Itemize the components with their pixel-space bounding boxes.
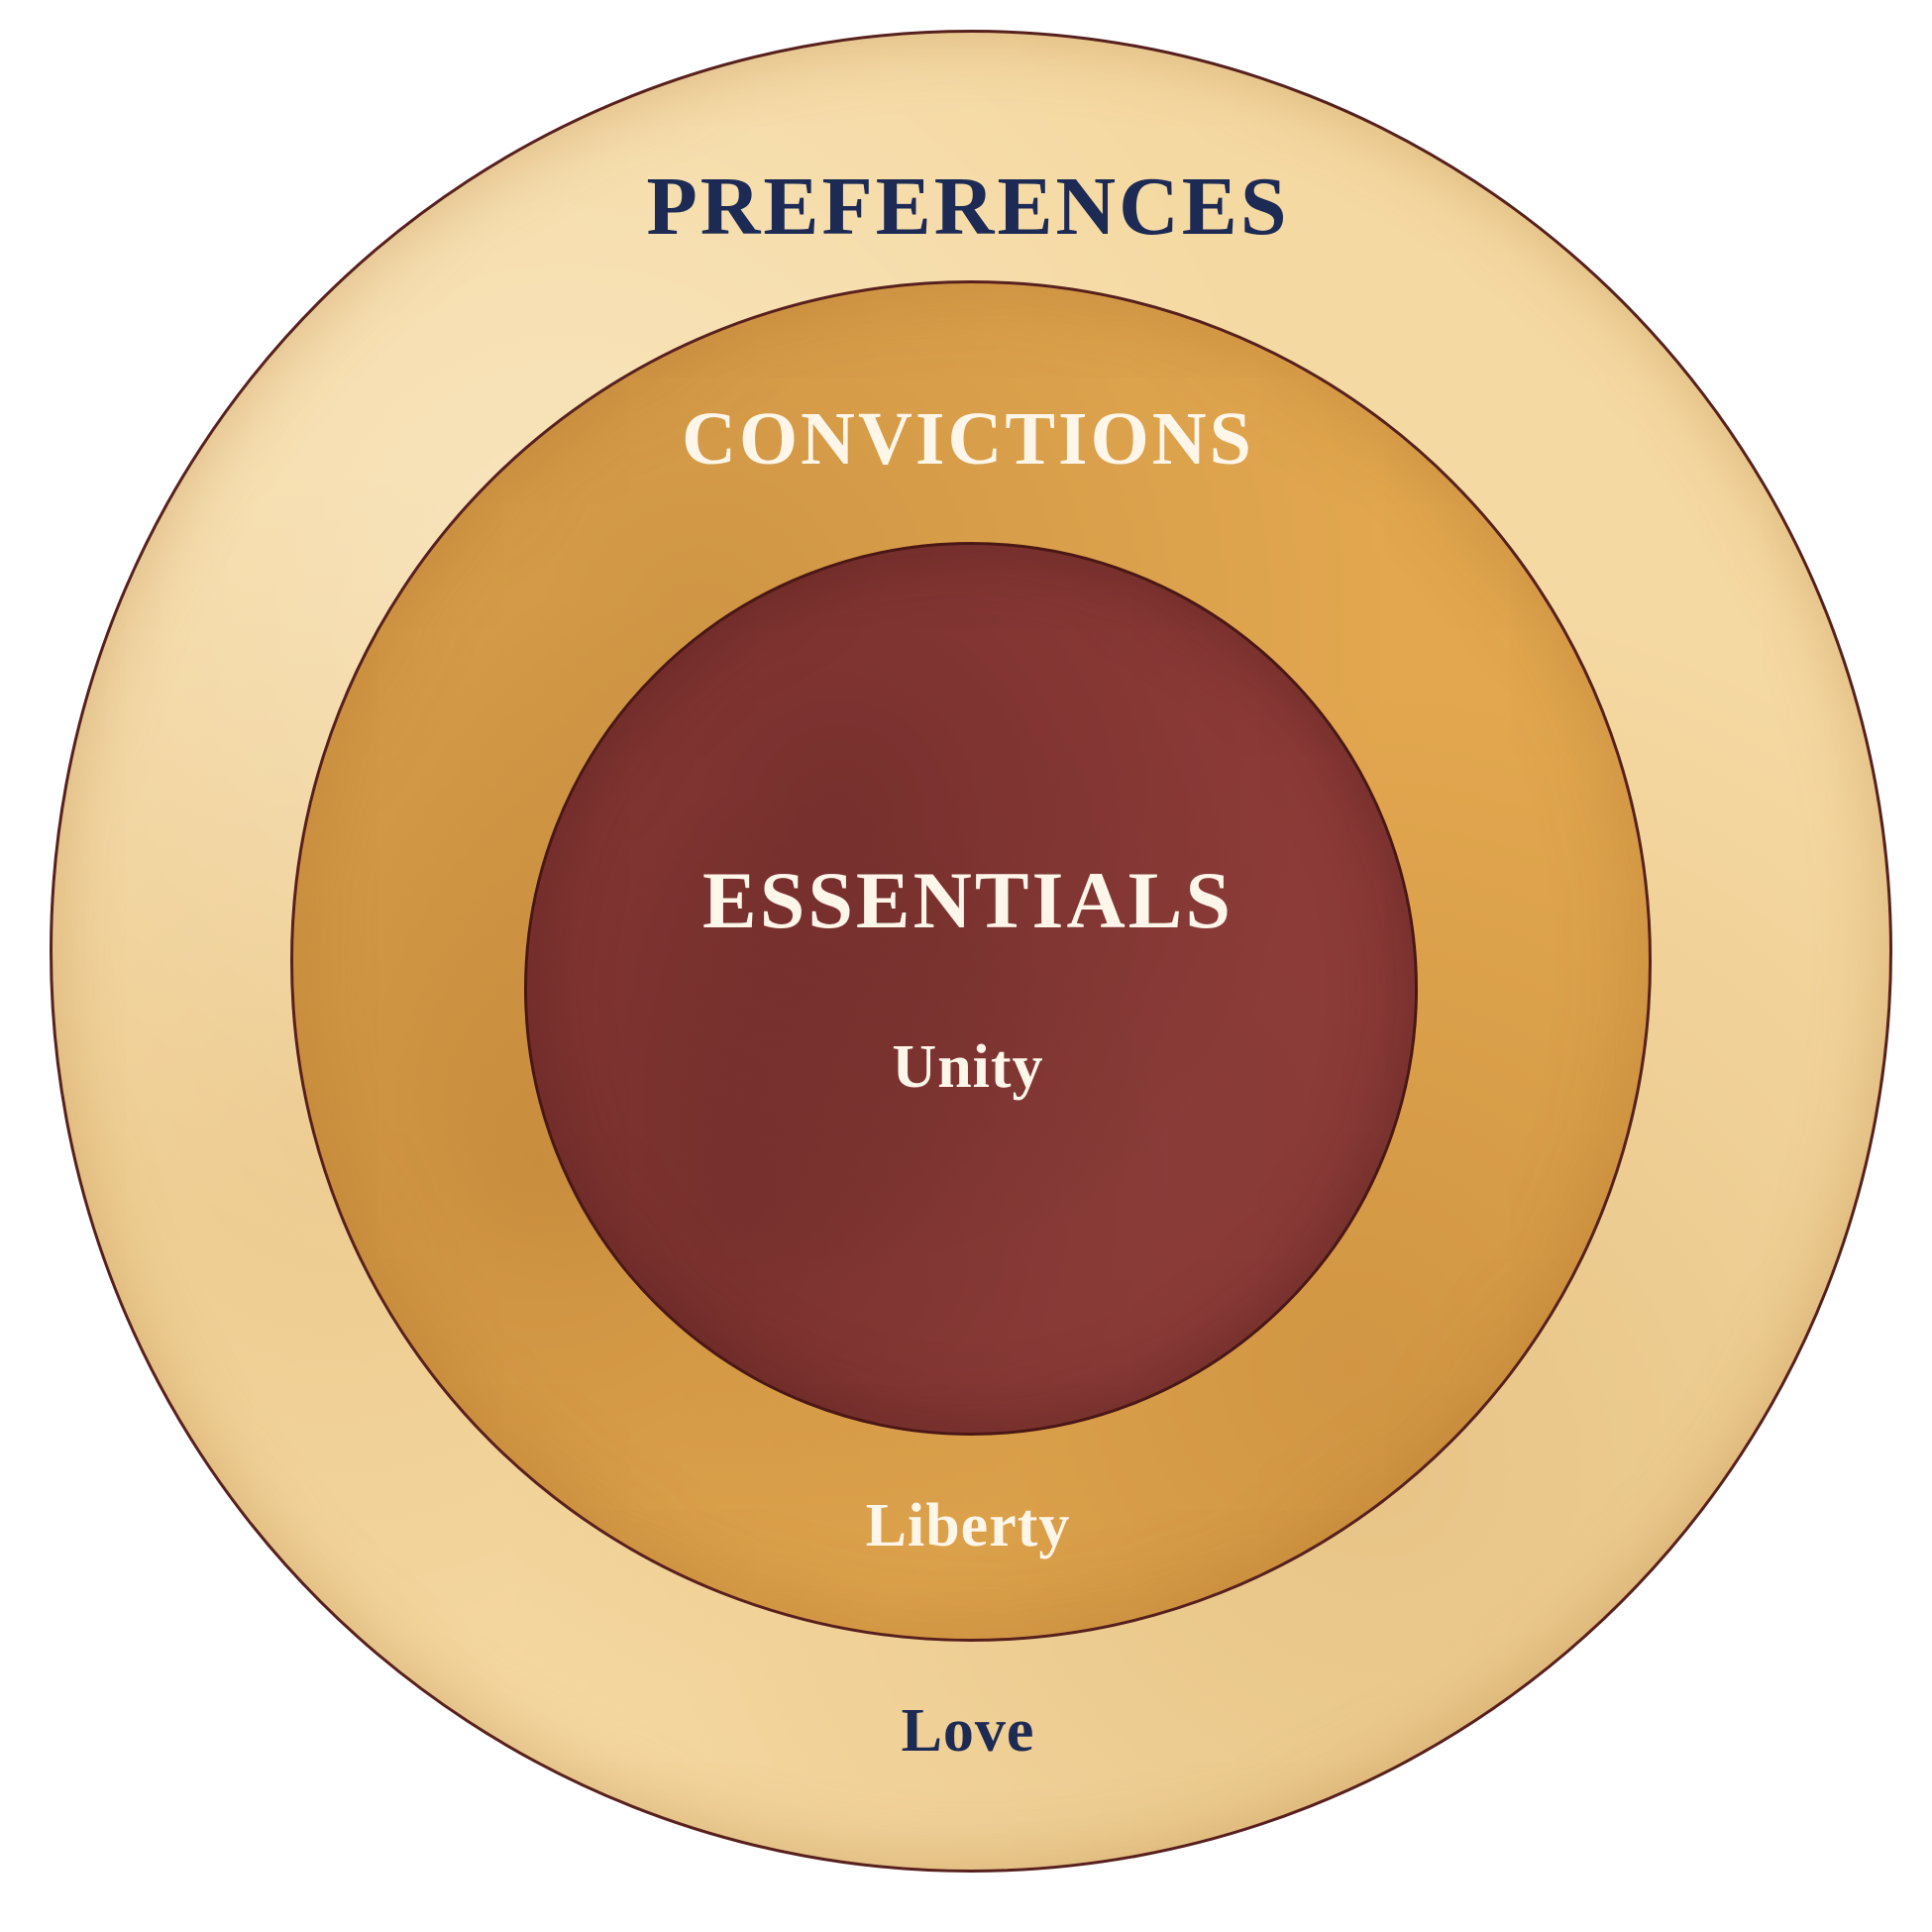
love-label: Love <box>901 1697 1035 1765</box>
convictions-label: CONVICTIONS <box>682 397 1254 481</box>
essentials-circle <box>524 542 1418 1436</box>
preferences-label: PREFERENCES <box>646 161 1290 253</box>
liberty-label: Liberty <box>865 1492 1071 1559</box>
unity-label: Unity <box>892 1033 1044 1101</box>
essentials-label: ESSENTIALS <box>702 855 1234 945</box>
